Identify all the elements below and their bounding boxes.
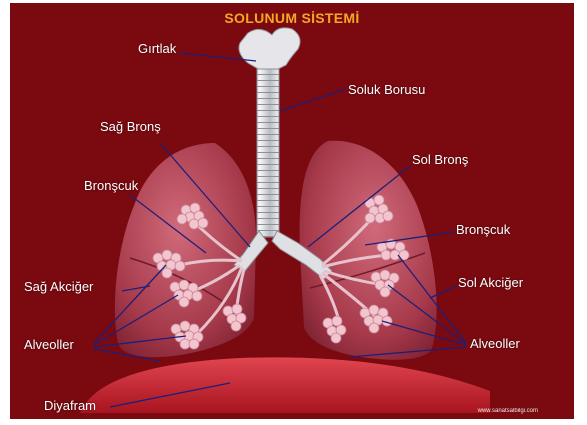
label-girtlak: Gırtlak [138, 41, 176, 56]
label-sag-akciger: Sağ Akciğer [24, 279, 93, 294]
leader-soluk-borusu [280, 89, 346, 111]
label-diyafram: Diyafram [44, 398, 96, 413]
label-sag-bronş: Sağ Bronş [100, 119, 161, 134]
label-alveoller-left: Alveoller [24, 337, 74, 352]
label-bronscuk-right: Bronşcuk [456, 222, 510, 237]
diagram-title: SOLUNUM SİSTEMİ [10, 10, 574, 26]
larynx [239, 28, 300, 71]
diaphragm [80, 357, 490, 413]
label-alveoller-right: Alveoller [470, 336, 520, 351]
diagram-frame: SOLUNUM SİSTEMİ Gırtlak Soluk Borusu Sağ… [10, 3, 574, 419]
label-sol-akciger: Sol Akciğer [458, 275, 523, 290]
label-soluk-borusu: Soluk Borusu [348, 82, 425, 97]
label-sol-bronş: Sol Bronş [412, 152, 468, 167]
trachea [257, 69, 279, 237]
respiratory-illustration [10, 3, 574, 419]
label-bronscuk-left: Bronşcuk [84, 178, 138, 193]
watermark: www.sanatsalbilgi.com [478, 408, 538, 414]
left-lung [300, 141, 437, 360]
